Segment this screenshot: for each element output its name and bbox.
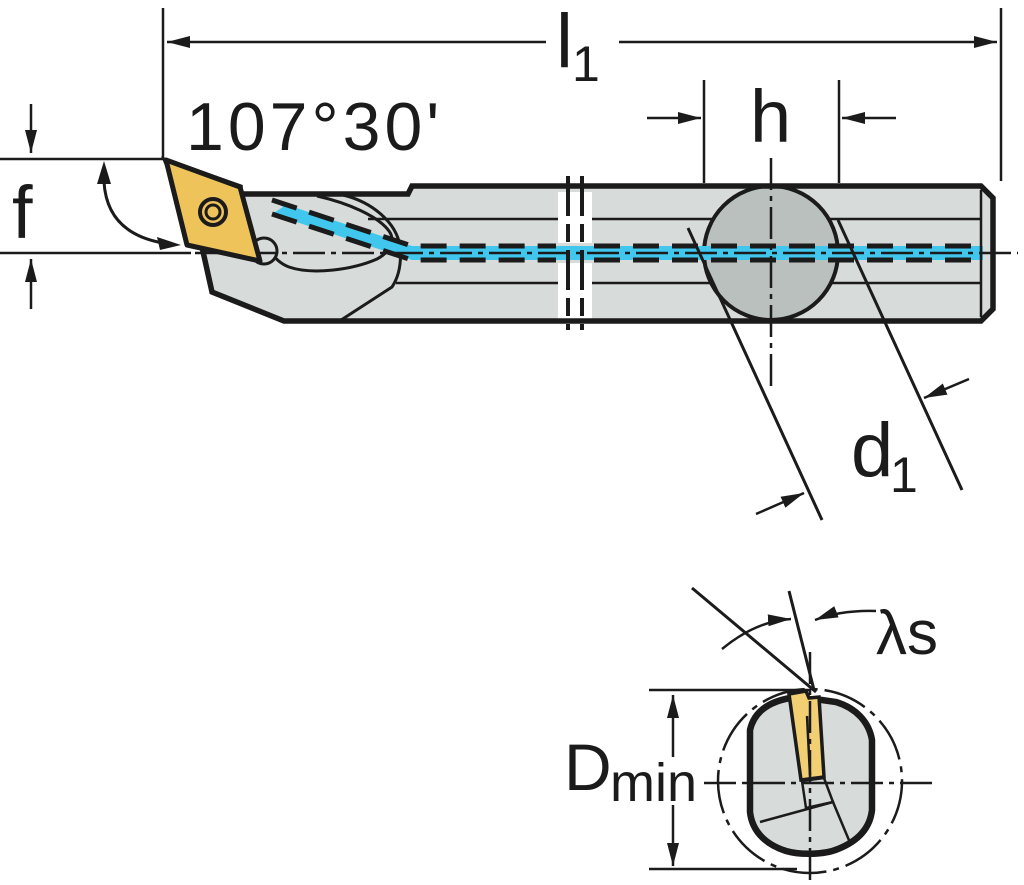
angle-label: 107°30' xyxy=(186,89,443,165)
insert-screw-hole xyxy=(198,197,228,227)
d1-label: d xyxy=(851,408,893,493)
insert-screw-hole-center xyxy=(204,203,222,221)
lambda-s-dimension: λs xyxy=(691,586,938,694)
d1-label-sub: 1 xyxy=(890,447,918,503)
cutting-insert xyxy=(163,157,263,264)
l1-label: l xyxy=(556,0,573,84)
h-label: h xyxy=(750,75,791,158)
d1-dimension: d 1 xyxy=(686,219,970,521)
coolant-channel-hidden-lines xyxy=(271,197,983,263)
l1-label-sub: 1 xyxy=(572,36,600,92)
l1-dimension: l 1 xyxy=(161,0,1003,181)
bar-silhouette-lines xyxy=(368,217,981,285)
f-dimension: f xyxy=(0,104,191,309)
angle-dimension: 107°30' xyxy=(97,89,443,250)
dmin-dimension: D min xyxy=(564,688,811,871)
f-label: f xyxy=(12,171,33,254)
dmin-label-sub: min xyxy=(610,753,697,813)
break-casing xyxy=(558,192,592,319)
lambda-s-label: λs xyxy=(876,599,938,668)
h-dimension: h xyxy=(647,75,896,183)
side-view: l 1 f 107°30' h xyxy=(0,0,1018,521)
end-view: λs D min xyxy=(564,586,938,885)
dmin-label: D xyxy=(564,730,612,804)
